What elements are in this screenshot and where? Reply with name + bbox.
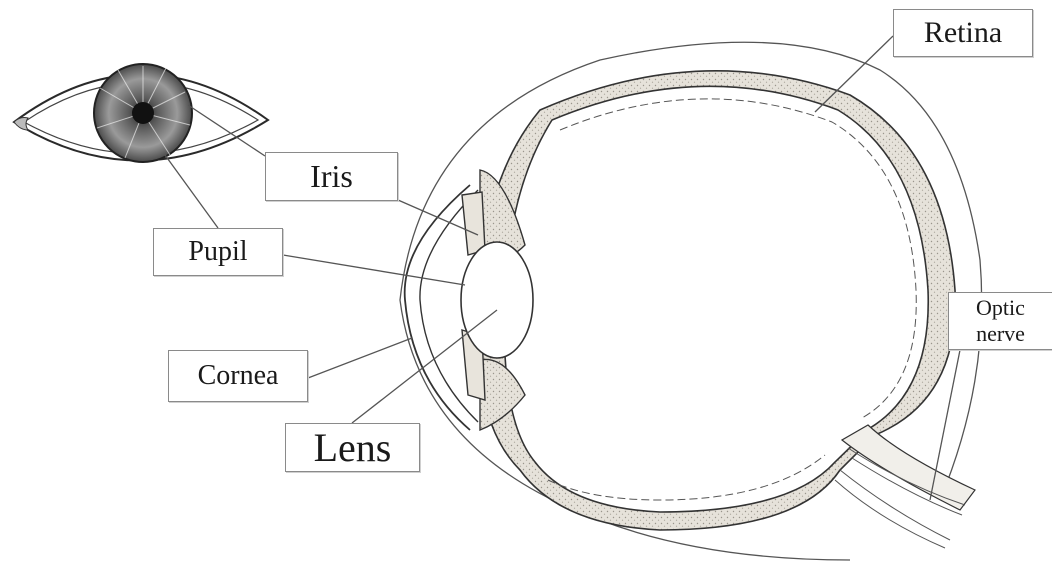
label-optic-line1: Optic bbox=[976, 295, 1025, 321]
label-iris: Iris bbox=[265, 152, 398, 201]
label-pupil: Pupil bbox=[153, 228, 283, 276]
label-cornea: Cornea bbox=[168, 350, 308, 402]
leader-pupil-front bbox=[165, 155, 218, 228]
front-pupil bbox=[132, 102, 154, 124]
optic-nerve-shape bbox=[835, 425, 975, 548]
lens-shape bbox=[461, 242, 533, 358]
leader-cornea bbox=[308, 338, 412, 378]
label-optic-line2: nerve bbox=[976, 321, 1025, 347]
eye-cross-section bbox=[400, 42, 982, 560]
label-lens: Lens bbox=[285, 423, 420, 472]
label-optic-nerve: Optic nerve bbox=[948, 292, 1052, 350]
front-eye-view bbox=[14, 64, 268, 162]
label-retina: Retina bbox=[893, 9, 1033, 57]
leader-pupil-cross bbox=[283, 255, 465, 285]
